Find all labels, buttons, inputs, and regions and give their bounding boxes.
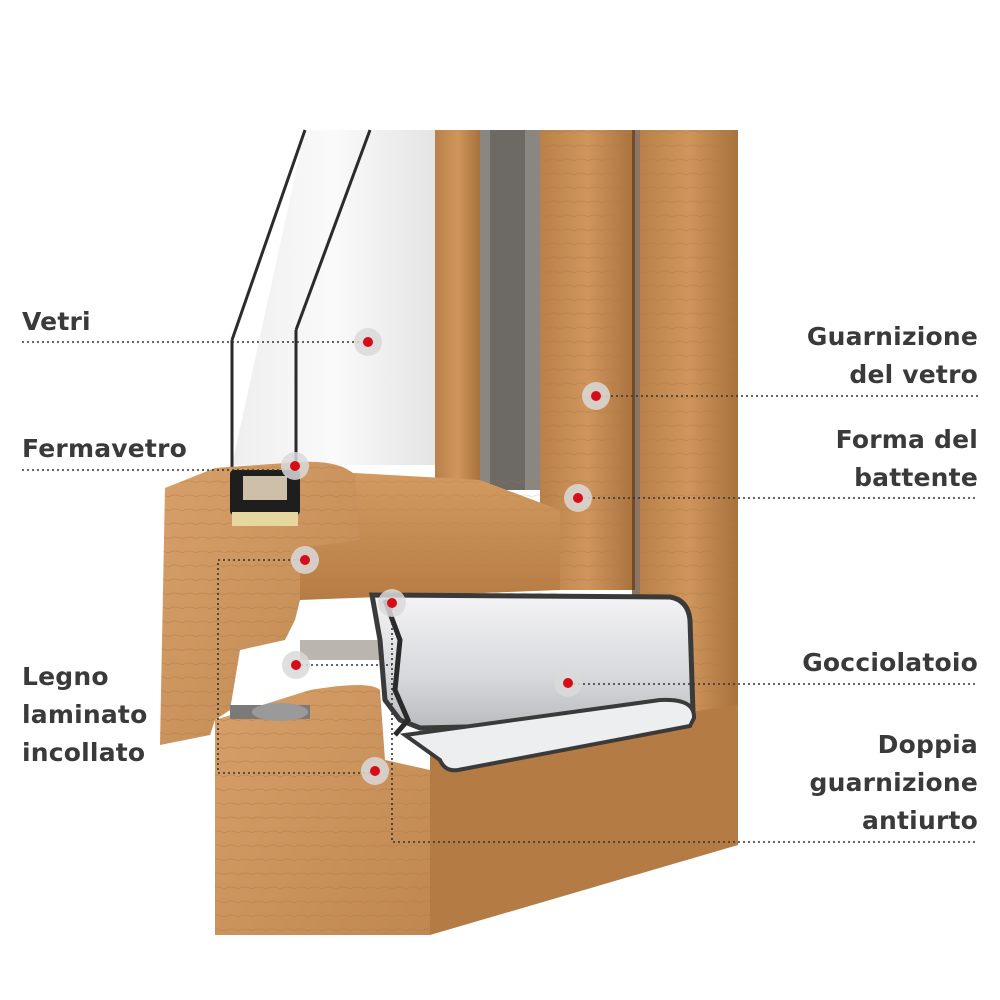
label-legno-laminato-incollato: Legno laminato incollato bbox=[22, 662, 148, 767]
leader-lines bbox=[22, 341, 978, 843]
marker-gocciolatoio bbox=[554, 669, 582, 697]
marker-legno-top bbox=[291, 546, 319, 574]
glass-panes bbox=[230, 129, 435, 470]
profile-cross-section bbox=[160, 461, 430, 935]
callout-markers bbox=[281, 328, 610, 785]
marker-fermavetro bbox=[281, 452, 309, 480]
label-doppia-guarnizione-antiurto: Doppia guarnizione antiurto bbox=[809, 730, 978, 835]
marker-vetri bbox=[354, 328, 382, 356]
label-gocciolatoio: Gocciolatoio bbox=[802, 648, 978, 677]
label-fermavetro: Fermavetro bbox=[22, 434, 187, 463]
label-guarnizione-del-vetro: Guarnizione del vetro bbox=[806, 322, 978, 389]
label-forma-del-battente: Forma del battente bbox=[835, 425, 978, 492]
marker-legno-mid bbox=[282, 651, 310, 679]
label-vetri: Vetri bbox=[22, 307, 91, 336]
marker-guarnizione-vetro bbox=[582, 382, 610, 410]
drip-profile bbox=[369, 592, 696, 773]
marker-doppia-guarnizione bbox=[378, 589, 406, 617]
marker-forma-battente bbox=[564, 484, 592, 512]
marker-legno-bottom bbox=[361, 757, 389, 785]
